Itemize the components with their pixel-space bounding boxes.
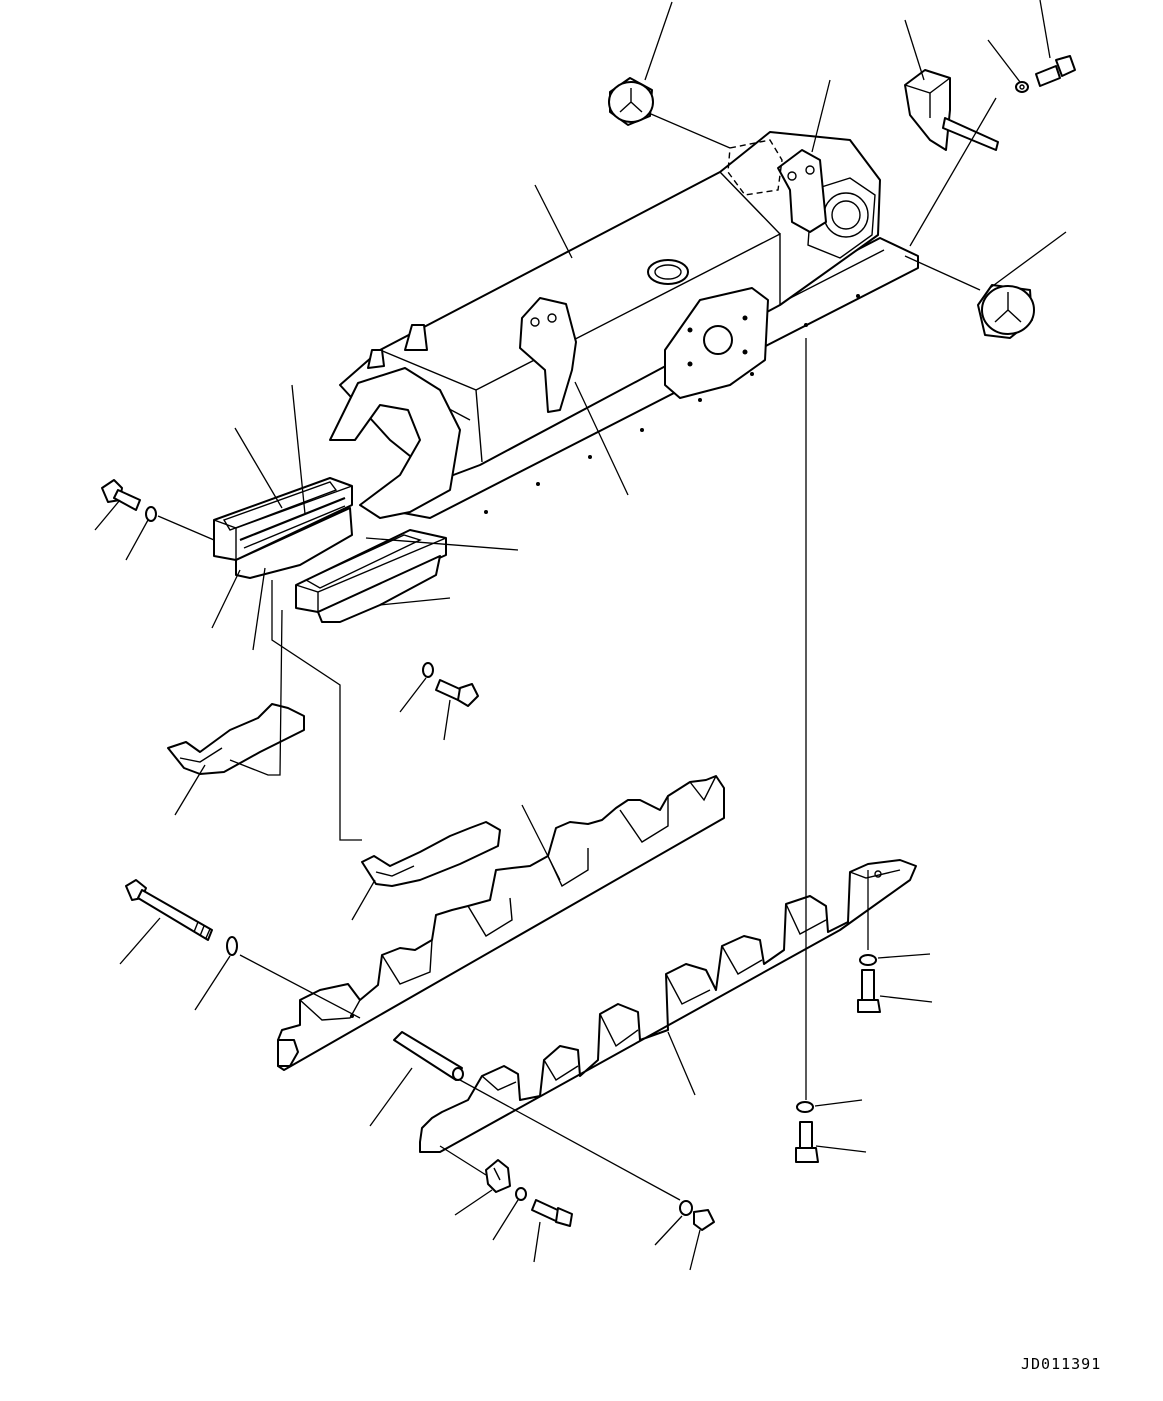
track-guard-upper — [277, 775, 725, 1071]
front-bolt-left — [101, 479, 157, 522]
mounting-bracket-part — [904, 69, 999, 151]
idler-cushion-top — [608, 77, 654, 126]
drawing-code: JD011391 — [1021, 1355, 1102, 1373]
clip-part — [485, 1159, 511, 1193]
rail-bolt-holes — [484, 294, 860, 514]
guide-slider-left — [213, 477, 353, 579]
guard-pin — [393, 1031, 464, 1081]
idler-cushion-bottom — [977, 284, 1035, 339]
track-guard-lower — [419, 859, 917, 1153]
front-guard-lower — [361, 821, 501, 887]
leader-lines — [94, 0, 1067, 1271]
track-frame — [329, 131, 919, 519]
long-bolt — [125, 879, 238, 956]
lower-nut-washer — [679, 1200, 715, 1231]
top-washer-bolt — [1015, 55, 1076, 93]
lower-washer-bolt — [515, 1187, 573, 1227]
guide-slider-right — [295, 529, 447, 623]
front-bolt-right — [422, 662, 479, 707]
long-vertical-bolt — [795, 1101, 819, 1163]
front-guard-upper — [167, 703, 305, 775]
right-washer-bolt — [857, 954, 881, 1013]
